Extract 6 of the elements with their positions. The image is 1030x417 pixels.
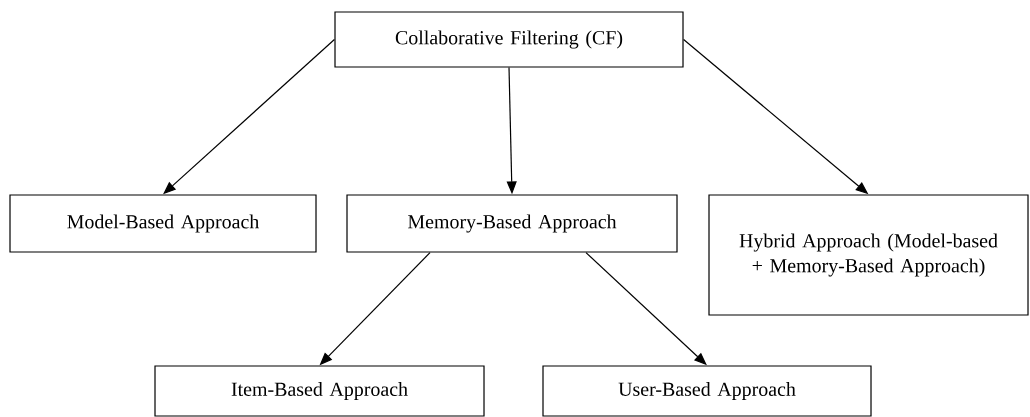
- approach-box: Item-Based Approach: [154, 365, 485, 417]
- approach-box: Memory-Based Approach: [346, 194, 678, 253]
- approach-box: User-Based Approach: [542, 365, 872, 417]
- approach-box: Model-Based Approach: [9, 194, 317, 253]
- approach-box: Collaborative Filtering (CF): [334, 11, 684, 68]
- approach-box: Hybrid Approach (Model-based + Memory-Based Approach): [708, 194, 1029, 316]
